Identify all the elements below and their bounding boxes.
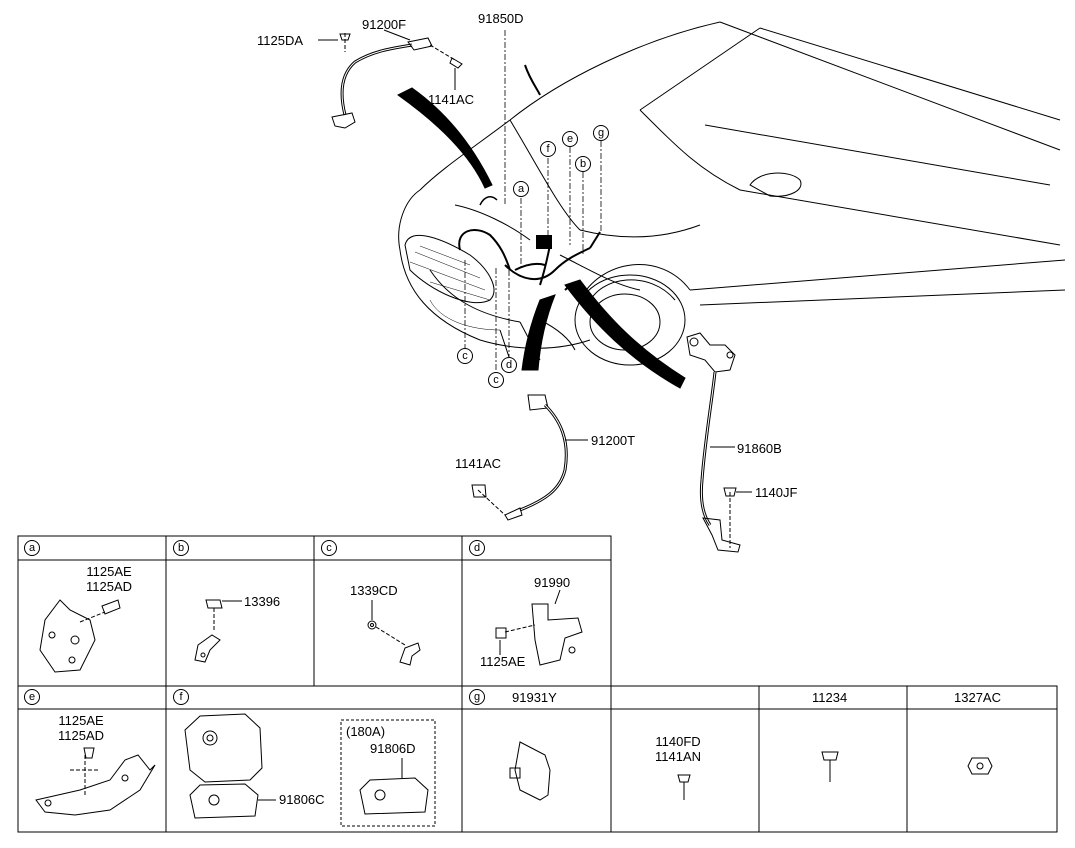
bracket-e-drawing <box>35 747 156 816</box>
table-a-part-2: 1125AD <box>86 579 133 594</box>
table-c-part: 1339CD <box>350 583 398 598</box>
table-letter-g: g <box>469 689 485 705</box>
table-h-part-1: 1140FD <box>655 734 701 749</box>
table-letter-a: a <box>24 540 40 556</box>
callout-lines <box>464 30 602 372</box>
table-f-option: (180A) <box>346 724 386 739</box>
leader-arrow-2 <box>521 294 556 371</box>
leader-arrow-3 <box>564 279 686 389</box>
table-h-label: 1140FD 1141AN <box>655 734 701 764</box>
cable-91200T <box>471 394 588 521</box>
part-label-91860B: 91860B <box>737 441 782 456</box>
car-body <box>398 21 1066 366</box>
part-label-91850D: 91850D <box>478 11 524 26</box>
part-label-1141AC-bottom: 1141AC <box>455 456 502 471</box>
parts-table-grid <box>17 535 1058 833</box>
part-label-91200F: 91200F <box>362 17 407 32</box>
table-d-part-1: 91990 <box>534 575 571 590</box>
bracket-g-drawing <box>509 741 551 801</box>
table-g-header: 91931Y <box>512 690 557 705</box>
part-label-1141AC-top: 1141AC <box>428 92 475 107</box>
part-label-1140JF: 1140JF <box>755 485 798 500</box>
callout-c-right: c <box>488 372 504 388</box>
bracket-d-drawing <box>495 589 583 666</box>
table-h-part-2: 1141AN <box>655 749 702 764</box>
table-letter-f: f <box>173 689 189 705</box>
callout-a: a <box>513 181 529 197</box>
bolt-drawing <box>677 751 993 800</box>
table-letter-d: d <box>469 540 485 556</box>
table-e-part-1: 1125AE <box>58 713 104 728</box>
table-e-part-2: 1125AD <box>58 728 105 743</box>
bracket-b-drawing <box>194 599 242 663</box>
bracket-c-drawing <box>367 600 421 666</box>
part-label-91200T: 91200T <box>591 433 636 448</box>
part-label-1125DA: 1125DA <box>257 33 304 48</box>
table-a-part-1: 1125AE <box>86 564 132 579</box>
cable-91200F <box>318 29 463 129</box>
callout-f: f <box>540 141 556 157</box>
callout-e: e <box>562 131 578 147</box>
wiring-harness <box>458 195 601 291</box>
table-f-option-part: 91806D <box>370 741 416 756</box>
table-i-header: 11234 <box>812 690 848 705</box>
table-letter-e: e <box>24 689 40 705</box>
table-letter-c: c <box>321 540 337 556</box>
table-f-part: 91806C <box>279 792 325 807</box>
callout-b: b <box>575 156 591 172</box>
table-a-label: 1125AE 1125AD <box>86 564 132 594</box>
table-e-label: 1125AE 1125AD <box>58 713 104 743</box>
table-b-part: 13396 <box>244 594 281 609</box>
callout-d: d <box>501 357 517 373</box>
cable-91860B <box>686 332 752 553</box>
bracket-a-drawing <box>39 599 121 673</box>
table-letter-b: b <box>173 540 189 556</box>
leader-arrow-1 <box>397 87 493 189</box>
callout-c-left: c <box>457 348 473 364</box>
callout-g: g <box>593 125 609 141</box>
table-d-part-2: 1125AE <box>480 654 526 669</box>
table-j-header: 1327AC <box>954 690 1001 705</box>
fuse-box-drawing <box>184 713 429 819</box>
